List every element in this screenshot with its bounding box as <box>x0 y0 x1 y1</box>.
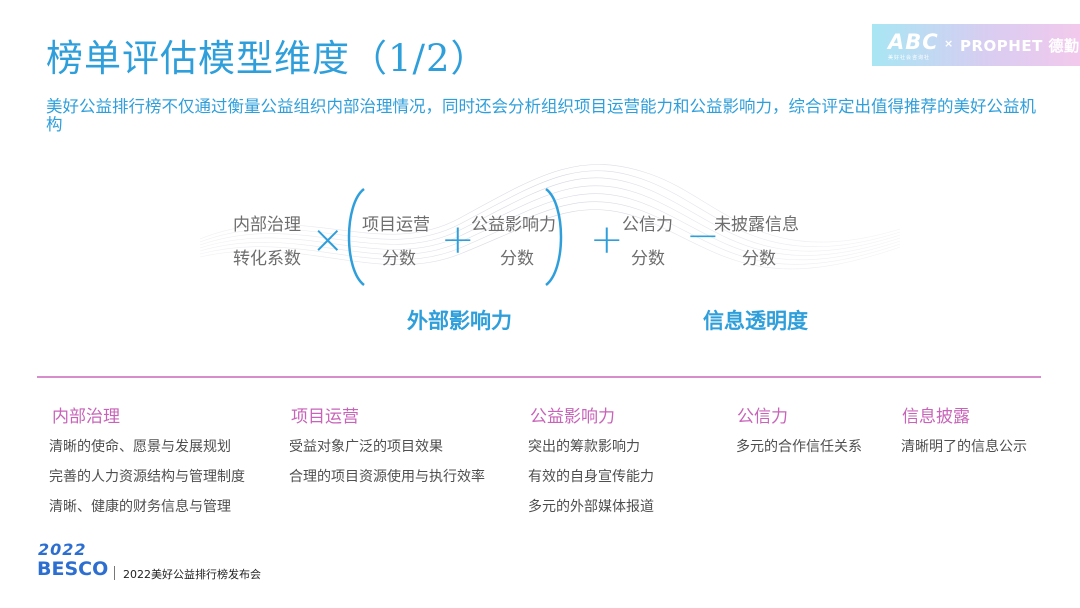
page-title: 榜单评估模型维度（1/2） <box>46 37 489 80</box>
plus-operator-1: + <box>441 217 475 263</box>
right-bracket <box>545 188 563 286</box>
footer-brand-logo: BESCO <box>37 558 109 580</box>
footer-separator <box>114 566 115 580</box>
list-item: 受益对象广泛的项目效果 <box>289 439 443 455</box>
abc-logo-text: ABC <box>888 30 939 54</box>
column-heading: 信息披露 <box>902 407 970 427</box>
column-operations: 项目运营 <box>291 402 359 427</box>
footer-year: 2022 <box>38 540 87 559</box>
left-bracket <box>347 188 365 286</box>
formula-term-impact-line2: 分数 <box>500 249 534 269</box>
formula-term-undisclosed-line2: 分数 <box>742 249 776 269</box>
formula-term-operations-line2: 分数 <box>382 249 416 269</box>
multiply-operator: × <box>311 217 345 263</box>
column-impact-items: 突出的筹款影响力 有效的自身宣传能力 多元的外部媒体报道 <box>528 432 654 522</box>
column-disclosure-items: 清晰明了的信息公示 <box>901 432 1027 462</box>
column-credibility: 公信力 <box>737 402 788 427</box>
minus-operator: − <box>686 213 720 259</box>
group-label-external-impact: 外部影响力 <box>407 309 512 333</box>
column-governance-items: 清晰的使命、愿景与发展规划 完善的人力资源结构与管理制度 清晰、健康的财务信息与… <box>49 432 245 522</box>
formula-term-operations-line1: 项目运营 <box>362 215 430 235</box>
plus-operator-2: + <box>590 217 624 263</box>
column-heading: 公信力 <box>737 407 788 427</box>
column-heading: 公益影响力 <box>530 407 615 427</box>
formula-term-credibility-line1: 公信力 <box>622 215 673 235</box>
column-impact: 公益影响力 <box>530 402 615 427</box>
partner-logo: ABC 美好社会咨询社 × PROPHET 德勤 <box>872 24 1080 66</box>
formula-term-governance-line2: 转化系数 <box>233 249 301 269</box>
list-item: 清晰、健康的财务信息与管理 <box>49 499 231 515</box>
column-heading: 项目运营 <box>291 407 359 427</box>
list-item: 多元的合作信任关系 <box>736 439 862 455</box>
footer-event-name: 2022美好公益排行榜发布会 <box>123 568 261 581</box>
list-item: 完善的人力资源结构与管理制度 <box>49 469 245 485</box>
column-governance: 内部治理 <box>52 402 120 427</box>
column-heading: 内部治理 <box>52 407 120 427</box>
list-item: 突出的筹款影响力 <box>528 439 640 455</box>
list-item: 清晰明了的信息公示 <box>901 439 1027 455</box>
page-subtitle: 美好公益排行榜不仅通过衡量公益组织内部治理情况，同时还会分析组织项目运营能力和公… <box>46 97 1036 134</box>
column-credibility-items: 多元的合作信任关系 <box>736 432 862 462</box>
formula-term-undisclosed-line1: 未披露信息 <box>714 215 799 235</box>
abc-logo-subtext: 美好社会咨询社 <box>888 55 931 61</box>
column-operations-items: 受益对象广泛的项目效果 合理的项目资源使用与执行效率 <box>289 432 485 492</box>
section-divider <box>37 376 1041 378</box>
formula-term-impact-line1: 公益影响力 <box>471 215 556 235</box>
formula-term-governance-line1: 内部治理 <box>233 215 301 235</box>
column-disclosure: 信息披露 <box>902 402 970 427</box>
list-item: 多元的外部媒体报道 <box>528 499 654 515</box>
prophet-logo-text: PROPHET 德勤 <box>960 37 1080 55</box>
list-item: 合理的项目资源使用与执行效率 <box>289 469 485 485</box>
formula-term-credibility-line2: 分数 <box>631 249 665 269</box>
list-item: 有效的自身宣传能力 <box>528 469 654 485</box>
group-label-transparency: 信息透明度 <box>703 309 808 333</box>
logo-cross: × <box>944 37 954 50</box>
list-item: 清晰的使命、愿景与发展规划 <box>49 439 231 455</box>
